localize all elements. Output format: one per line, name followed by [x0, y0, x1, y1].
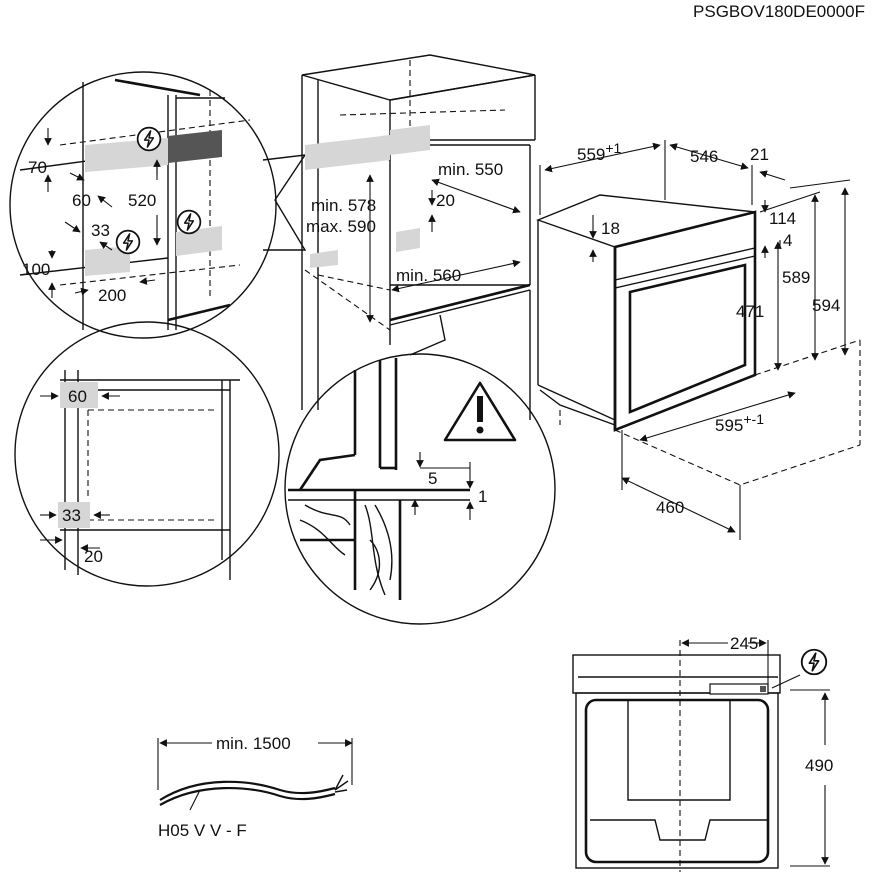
electric-connection-icon	[176, 209, 202, 235]
dim-245: 245	[730, 634, 758, 653]
dim-20-lower: 20	[84, 547, 103, 566]
dim-471: 471	[736, 302, 764, 321]
dim-100: 100	[22, 260, 50, 279]
warning-triangle-icon	[443, 381, 517, 442]
dim-520: 520	[128, 191, 156, 210]
dim-21: 21	[750, 145, 769, 164]
dim-33-lower: 33	[62, 506, 81, 525]
dim-5: 5	[428, 469, 437, 488]
detail-circle-bottom-left: 60 33 20	[14, 321, 280, 587]
cable-type: H05 V V - F	[158, 821, 247, 840]
dim-60: 60	[72, 191, 91, 210]
dim-min-550: min. 550	[438, 160, 503, 179]
dim-114: 114	[769, 209, 796, 228]
dim-1: 1	[478, 487, 487, 506]
dim-589: 589	[782, 268, 810, 287]
dim-200: 200	[98, 286, 126, 305]
electric-connection-icon	[136, 126, 162, 152]
oven-dimensions: 559+1 546 21 18 114 4 589 594 471 595+-1…	[536, 140, 861, 540]
dim-546: 546	[690, 147, 718, 166]
cabinet-niche: min. 550 20 min. 578 max. 590 min. 560	[301, 54, 536, 420]
detail-circle-gap: 5 1	[284, 314, 556, 625]
dim-559: 559+1	[577, 140, 622, 164]
model-code: PSGBOV180DE0000F	[693, 2, 865, 21]
dim-min-560: min. 560	[396, 266, 461, 285]
dim-18: 18	[601, 219, 620, 238]
front-view-oven: 245 490	[572, 634, 833, 872]
electric-connection-icon	[800, 648, 828, 676]
dim-20: 20	[436, 191, 455, 210]
dim-min-578: min. 578	[311, 196, 376, 215]
callout-connector	[262, 154, 307, 251]
electric-connection-icon	[115, 229, 141, 255]
dim-595: 595+-1	[715, 411, 764, 435]
power-cable: min. 1500 H05 V V - F	[157, 734, 353, 840]
dim-460: 460	[656, 498, 684, 517]
dim-4: 4	[783, 231, 792, 250]
dim-33: 33	[91, 221, 110, 240]
dim-max-590: max. 590	[306, 217, 376, 236]
cable-length: min. 1500	[216, 734, 291, 753]
dim-490: 490	[805, 756, 833, 775]
dim-60-lower: 60	[68, 387, 87, 406]
dim-70: 70	[28, 158, 47, 177]
dim-594: 594	[812, 296, 840, 315]
detail-circle-top-left: 70 60 520 33 100 200	[9, 71, 277, 339]
